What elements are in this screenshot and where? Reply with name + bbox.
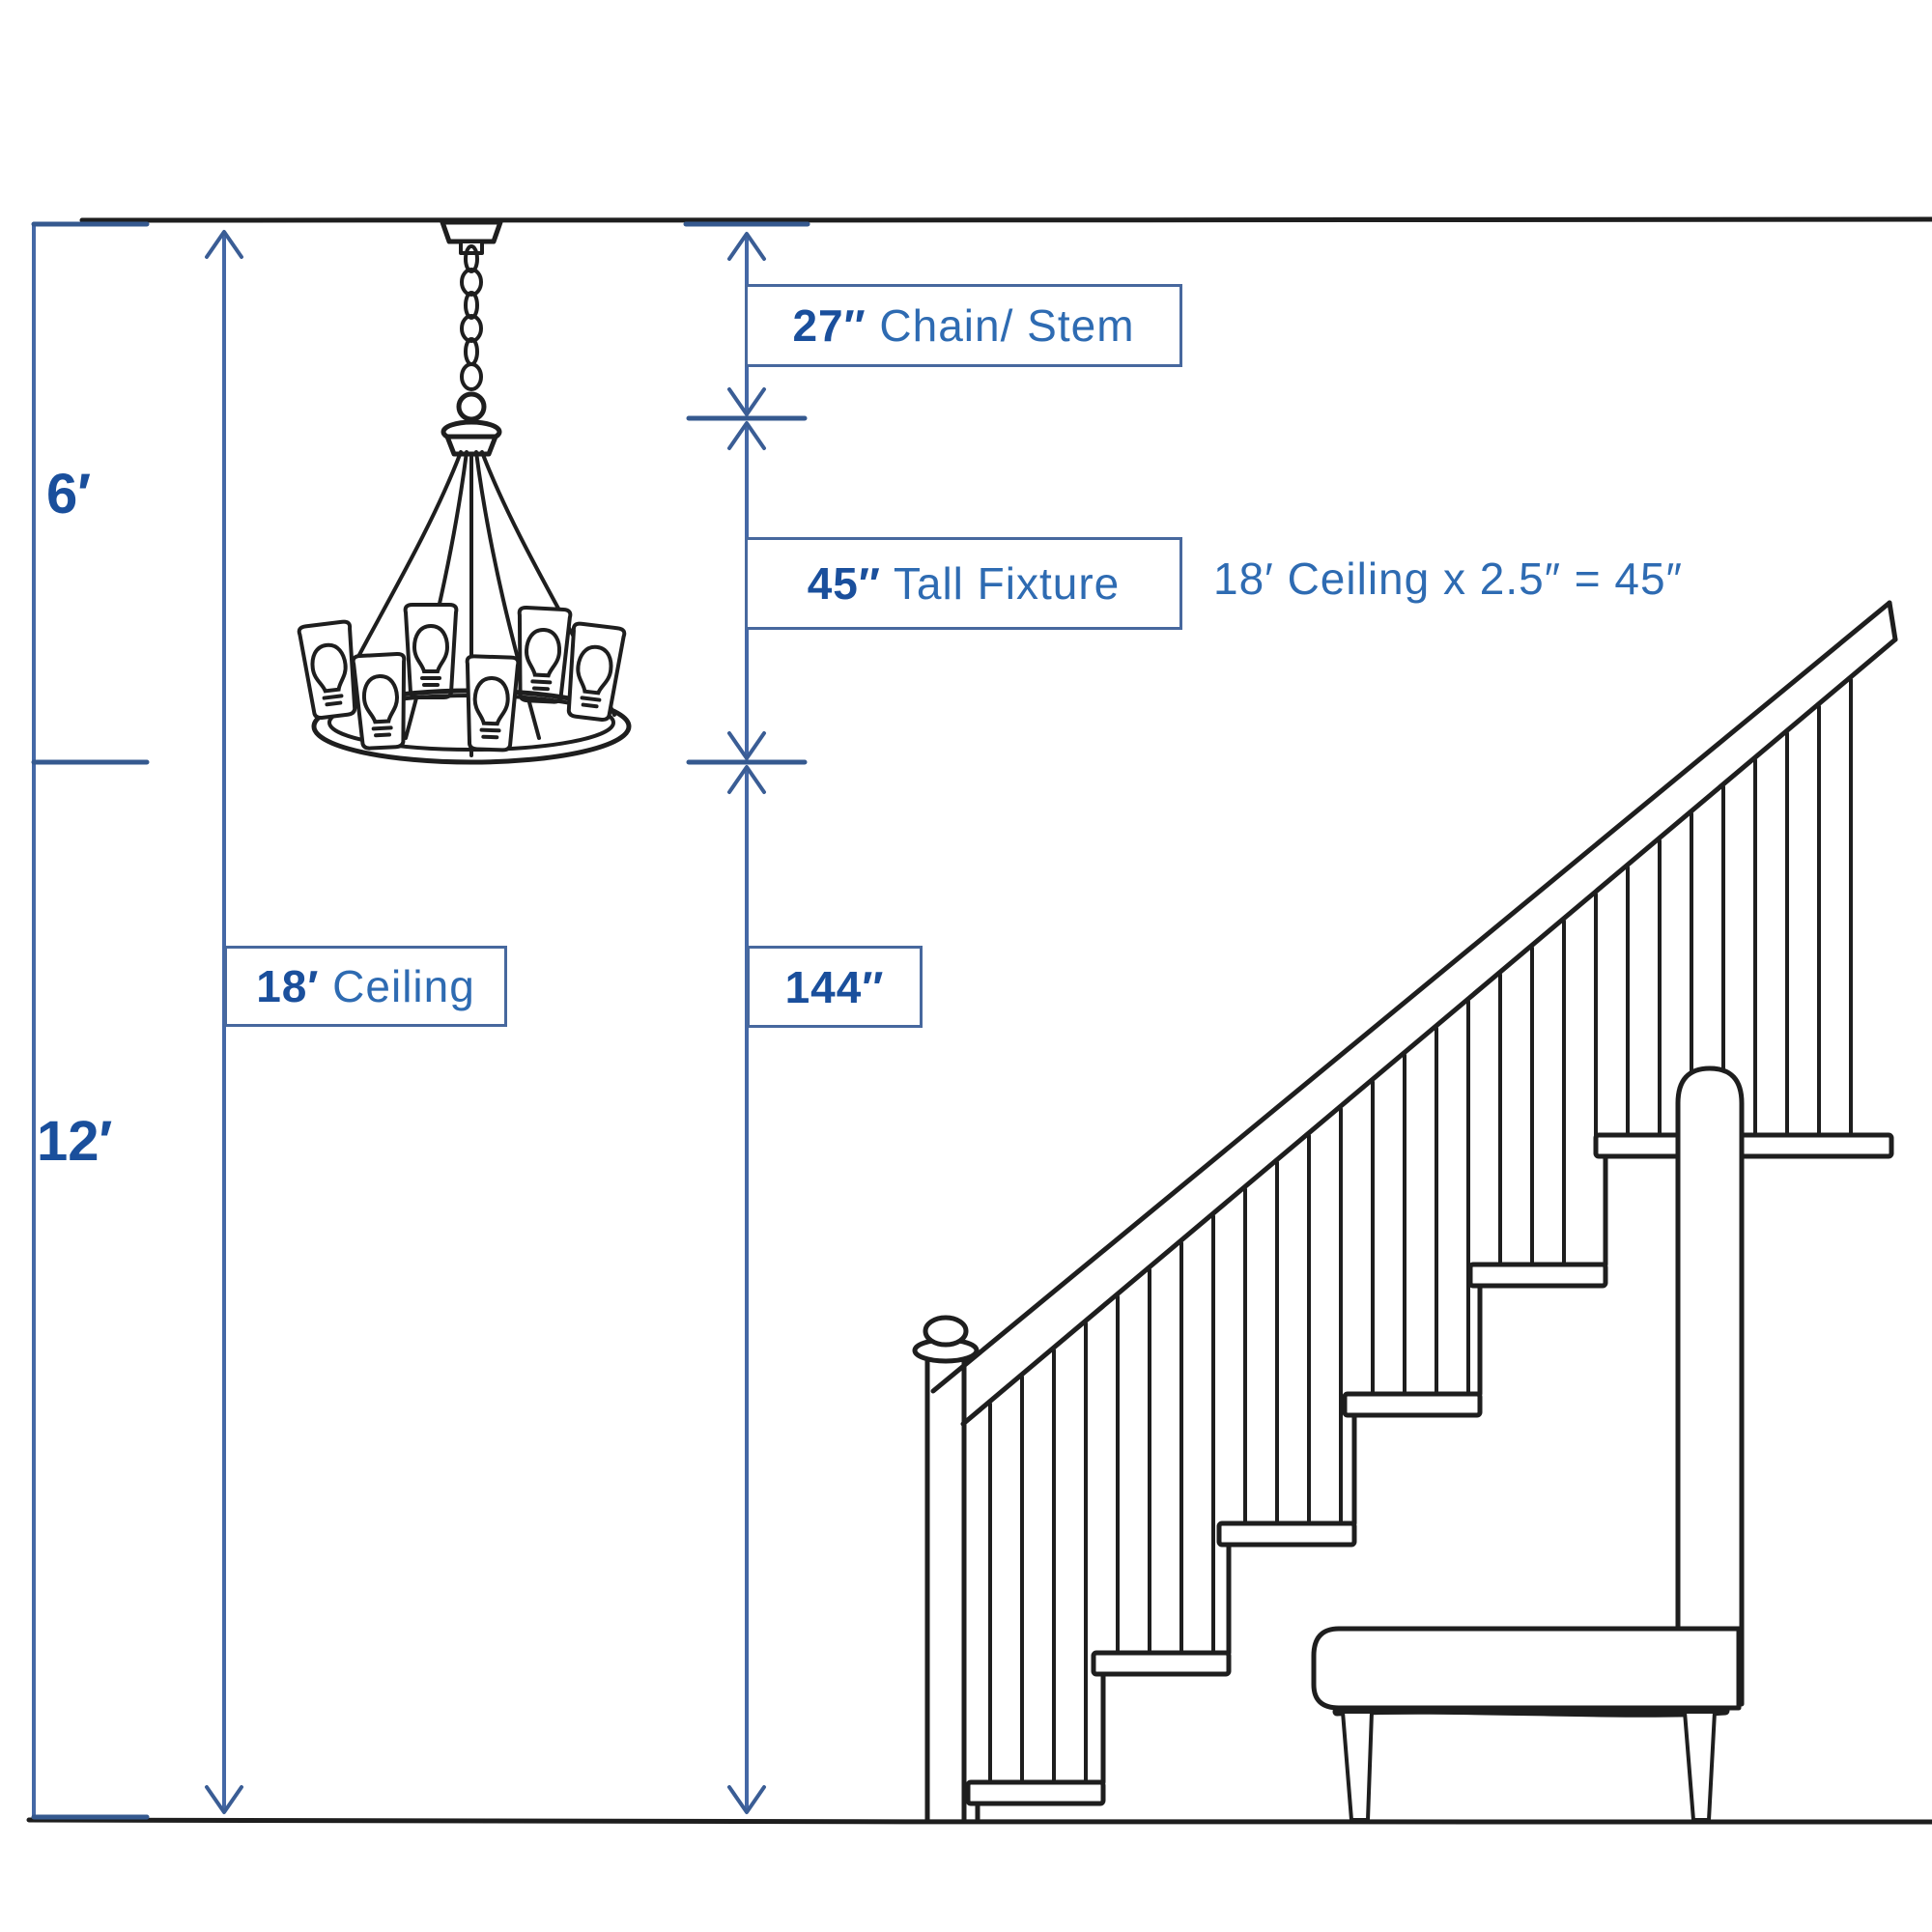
staircase-balusters [988, 677, 1853, 1788]
drop-value: 144″ [784, 961, 885, 1012]
fixture-value: 45″ [807, 558, 881, 609]
chandelier-shade [353, 654, 409, 750]
wall-height-bracket [31, 221, 150, 1820]
chair-seat [1311, 1626, 1742, 1711]
staircase-newel-post [912, 1315, 980, 1823]
chain-label: Chain/ Stem [866, 300, 1135, 351]
staircase-handrail-bottom [960, 637, 1898, 1427]
chandelier-shade [515, 608, 571, 703]
chair-back [1675, 1065, 1745, 1707]
chandelier-chain [460, 244, 483, 391]
chandelier-arm-inner-right [474, 450, 541, 740]
ceiling-value: 18′ [256, 961, 320, 1011]
chandelier-loop [456, 391, 487, 422]
chandelier-shade [560, 620, 627, 724]
staircase-handrail-top [930, 600, 1892, 1394]
chain-value: 27″ [792, 300, 867, 351]
tall-fixture-label-box: 45″ Tall Fixture [745, 537, 1182, 630]
chandelier-canopy [440, 219, 503, 244]
chandelier-illustration [297, 219, 632, 765]
chandelier-shade [465, 656, 519, 751]
chandelier-shade [297, 618, 363, 722]
fixture-label: Tall Fixture [880, 558, 1121, 609]
wall-upper-label: 6′ [46, 463, 92, 526]
ceiling-line [79, 216, 1932, 223]
chair-seat-trim [1332, 1705, 1730, 1718]
sizing-formula: 18′ Ceiling x 2.5″ = 45″ [1213, 554, 1683, 604]
staircase-risers [975, 1153, 1608, 1822]
floor-line [26, 1817, 1932, 1825]
staircase-handrail-end [1887, 600, 1898, 642]
chair-rear-leg [1683, 1710, 1717, 1822]
drop-label-box: 144″ [747, 946, 923, 1028]
chain-stem-label-box: 27″ Chain/ Stem [745, 284, 1182, 367]
chair-illustration [1311, 1065, 1745, 1822]
ceiling-label: Ceiling [319, 961, 475, 1011]
staircase-illustration [912, 600, 1898, 1823]
ceiling-label-box: 18′ Ceiling [224, 946, 507, 1027]
chandelier-shade [403, 603, 459, 699]
staircase-treads [965, 1132, 1894, 1806]
wall-lower-label: 12′ [37, 1110, 113, 1173]
chair-front-leg [1341, 1710, 1374, 1822]
